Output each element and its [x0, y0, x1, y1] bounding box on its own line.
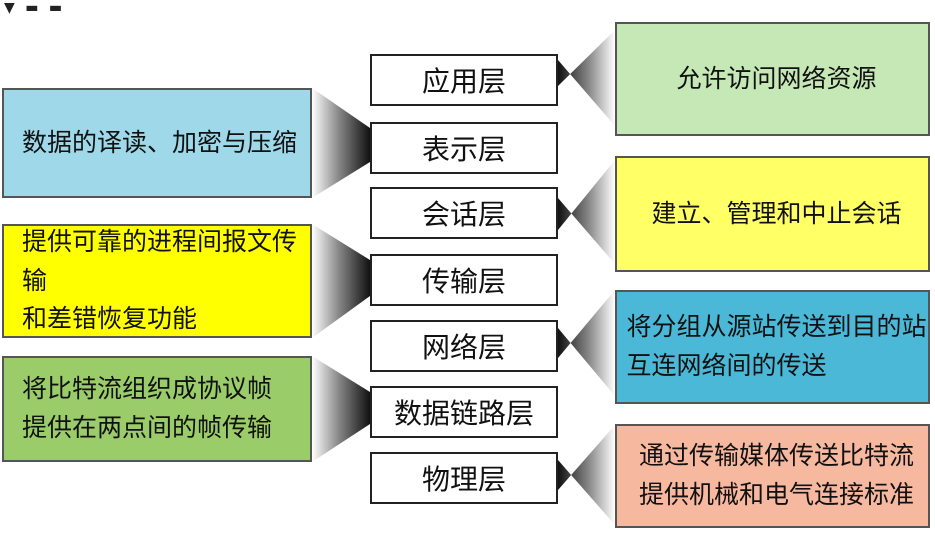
layer-label: 数据链路层 — [393, 397, 534, 430]
layer-label: 网络层 — [421, 331, 506, 364]
funnel-session — [558, 160, 615, 264]
layer-network: 网络层 — [370, 320, 558, 372]
desc-line: 提供在两点间的帧传输 — [22, 413, 273, 442]
desc-line: 通过传输媒体传送比特流 — [638, 441, 914, 471]
desc-network: 将分组从源站传送到目的站 互连网络间的传送 — [615, 290, 930, 404]
desc-transport: 提供可靠的进程间报文传输 和差错恢复功能 — [2, 224, 312, 338]
layer-application: 应用层 — [370, 54, 558, 106]
funnel-transport — [312, 224, 370, 338]
funnel-network — [558, 290, 615, 396]
layer-label: 表示层 — [421, 133, 506, 166]
layer-physical: 物理层 — [370, 452, 558, 504]
desc-line: 允许访问网络资源 — [676, 63, 877, 93]
layer-label: 传输层 — [421, 265, 506, 298]
funnel-physical — [558, 425, 615, 525]
funnel-datalink — [312, 356, 370, 462]
layer-datalink: 数据链路层 — [370, 386, 558, 438]
desc-line: 数据的译读、加密与压缩 — [22, 127, 298, 157]
layer-label: 应用层 — [421, 65, 506, 98]
layer-transport: 传输层 — [370, 254, 558, 306]
top-edge-mark: ▼ ▬ ▬ — [4, 0, 66, 16]
desc-line: 提供可靠的进程间报文传输 — [22, 226, 298, 295]
layer-session: 会话层 — [370, 187, 558, 239]
desc-line: 提供机械和电气连接标准 — [638, 480, 914, 509]
layer-label: 会话层 — [421, 198, 506, 231]
desc-datalink: 将比特流组织成协议帧 提供在两点间的帧传输 — [2, 356, 312, 462]
layer-presentation: 表示层 — [370, 122, 558, 174]
funnel-presentation — [312, 88, 370, 198]
desc-session: 建立、管理和中止会话 — [615, 156, 930, 272]
desc-presentation: 数据的译读、加密与压缩 — [2, 88, 312, 198]
desc-line: 将比特流组织成协议帧 — [22, 374, 273, 404]
desc-line: 互连网络间的传送 — [626, 351, 827, 380]
layer-label: 物理层 — [421, 463, 506, 496]
desc-line: 将分组从源站传送到目的站 — [626, 312, 927, 342]
desc-line: 和差错恢复功能 — [22, 304, 198, 334]
desc-line: 建立、管理和中止会话 — [651, 198, 902, 228]
desc-physical: 通过传输媒体传送比特流 提供机械和电气连接标准 — [615, 424, 930, 528]
desc-application: 允许访问网络资源 — [615, 22, 930, 136]
funnel-application — [558, 30, 615, 126]
